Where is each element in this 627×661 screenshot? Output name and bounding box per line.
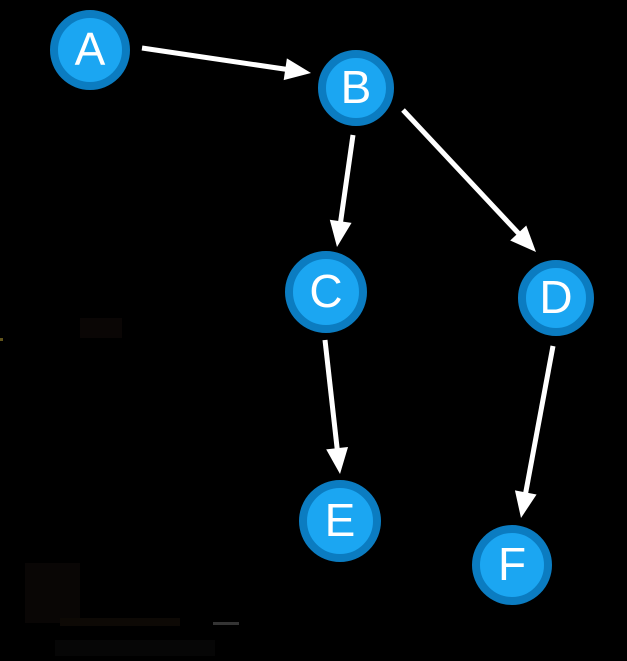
node-d-label: D: [539, 271, 573, 323]
edge-shaft: [401, 108, 529, 244]
node-e[interactable]: E: [299, 480, 381, 562]
arrowhead-icon: [514, 490, 537, 518]
node-a-label: A: [74, 23, 106, 75]
edge-A-B: [141, 45, 311, 81]
edge-B-D: [401, 108, 536, 252]
arrowhead-icon: [283, 58, 311, 81]
node-f-label: F: [497, 538, 527, 590]
arrowhead-icon: [329, 219, 352, 247]
edge-shaft: [141, 45, 298, 74]
node-f[interactable]: F: [472, 525, 552, 605]
node-c[interactable]: C: [285, 251, 367, 333]
node-d[interactable]: D: [518, 260, 594, 336]
arrowhead-icon: [510, 225, 536, 252]
edge-B-C: [329, 134, 356, 247]
node-b-label: B: [340, 61, 372, 113]
node-b[interactable]: B: [318, 50, 394, 126]
edge-shaft: [521, 345, 556, 505]
node-a[interactable]: A: [50, 10, 130, 90]
edge-shaft: [336, 134, 356, 234]
edge-C-E: [322, 339, 349, 474]
arrowhead-icon: [326, 446, 349, 474]
node-e-label: E: [324, 494, 356, 546]
edge-shaft: [322, 339, 341, 461]
node-c-label: C: [309, 265, 343, 317]
edge-D-F: [514, 345, 556, 518]
